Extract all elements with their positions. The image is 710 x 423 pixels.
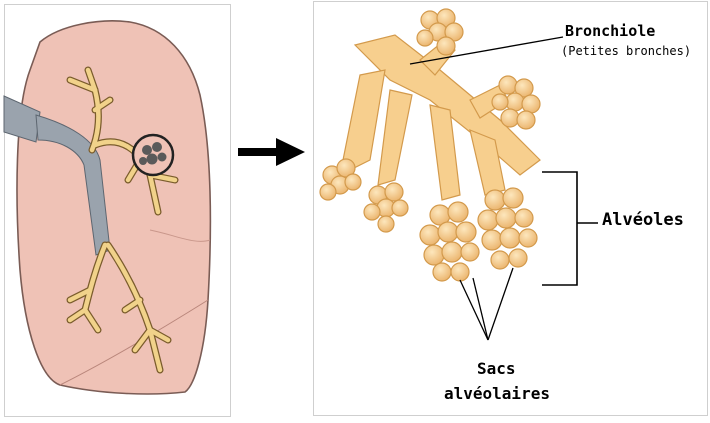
bronchiole-label: Bronchiole (565, 22, 655, 40)
sacs-pointer-1 (460, 280, 488, 340)
lung-illustration (4, 21, 210, 394)
sacs-pointer-2 (473, 278, 488, 340)
sacs-pointer-3 (488, 268, 513, 340)
alveoles-bracket (542, 172, 598, 285)
alveoles-label: Alvéoles (602, 210, 684, 230)
magnify-circle (133, 135, 173, 175)
bronchiole-sublabel: (Petites bronches) (561, 44, 691, 58)
sacs-label-line2: alvéolaires (444, 384, 550, 403)
lung-outline (17, 21, 210, 394)
sacs-label-line1: Sacs (477, 359, 516, 378)
arrow-right-icon (238, 138, 305, 166)
alveoli-illustration (320, 9, 540, 281)
